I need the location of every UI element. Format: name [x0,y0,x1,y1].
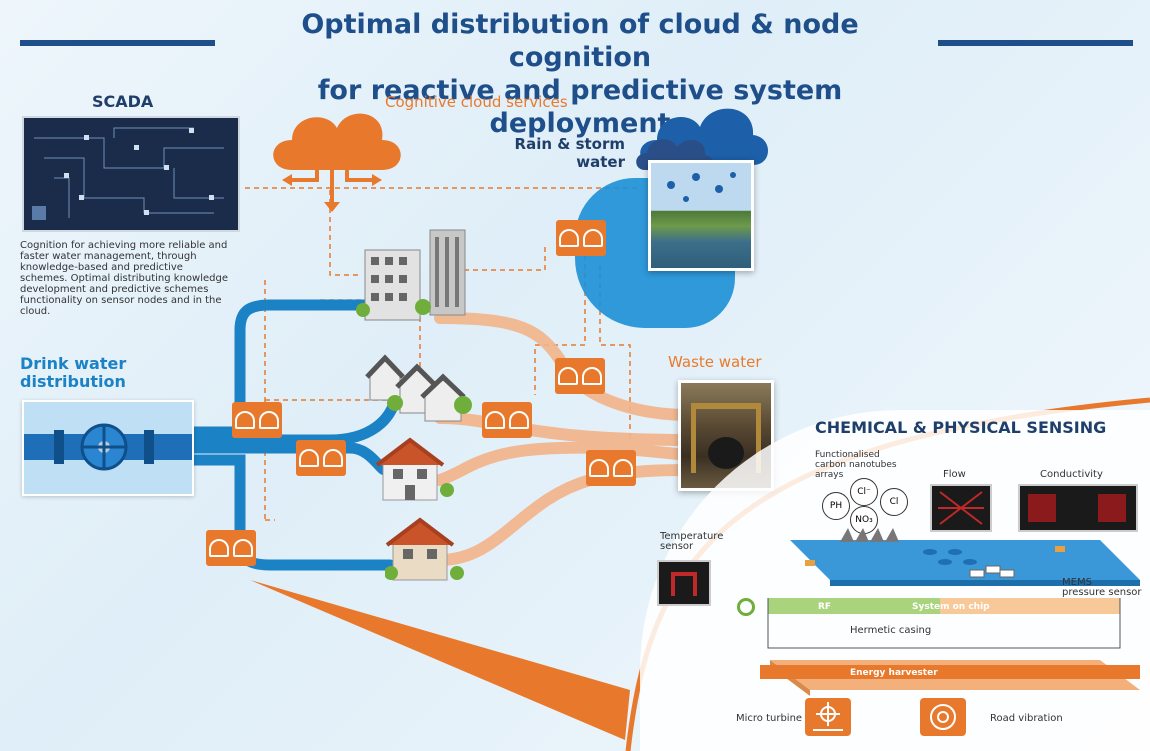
conductivity-sensor-icon [1018,484,1138,532]
conductivity-label: Conductivity [1040,469,1103,480]
title-rule-right [938,40,1133,46]
sensor-node-waste-lower[interactable] [586,450,636,486]
rain-line-2: water [576,153,625,171]
gauge-icon [235,411,255,429]
title-rule-left [20,40,215,46]
dashed-link-cloud-building [329,190,360,276]
sensor-node-drink-2[interactable] [296,440,346,476]
cloud-services-label: Cognitive cloud services [385,93,568,111]
gauge-icon [558,367,578,385]
pond-photo [648,160,754,271]
sensor-node-waste-middle[interactable] [482,402,532,438]
rf-label: RF [818,602,832,612]
dashed-link-rain-waste [534,255,586,395]
gauge-icon [559,229,579,247]
flow-sensor-icon [930,484,992,532]
flow-label: Flow [943,469,966,480]
ion-cl-minus: Cl⁻ [850,478,878,506]
gauge-icon [509,411,529,429]
sensor-chip-stack [760,528,1140,696]
sensor-node-drink-1[interactable] [232,402,282,438]
ion-cl-label: Cl [889,497,899,507]
micro-turbine-icon [805,698,851,736]
house-cluster-icon [365,354,472,422]
sensor-node-drink-3[interactable] [206,530,256,566]
ion-ph: PH [822,492,850,520]
temperature-line-1: Temperature [660,531,724,542]
pipe-culvert-icon [691,403,761,473]
valve-icon [24,423,192,471]
mems-line-2: pressure sensor [1062,587,1142,598]
valve-panel [22,400,194,496]
road-vibration-label: Road vibration [990,713,1063,724]
hermetic-label: Hermetic casing [850,625,932,636]
sensor-node-rain[interactable] [556,220,606,256]
dashed-link-building-rain [455,245,546,271]
title-line-2: for reactive and predictive system deplo… [317,75,843,139]
drink-pipe-top [184,299,376,438]
gauge-icon [582,367,602,385]
nanotubes-line-3: arrays [815,470,844,480]
gauge-icon [233,539,253,557]
scada-panel [22,116,240,232]
ion-no3: NO₃ [850,506,878,534]
road-vibration-icon [920,698,966,736]
circuit-icon [32,127,224,220]
house-red-roof-icon [375,437,454,501]
gauge-icon [299,449,319,467]
energy-harvester-label: Energy harvester [850,668,938,678]
gauge-icon [209,539,229,557]
office-buildings-icon [356,229,466,321]
drink-water-line-2: distribution [20,372,126,391]
gauge-icon [259,411,279,429]
scada-description: Cognition for achieving more reliable an… [20,240,229,317]
sensing-pointer [250,580,630,740]
micro-turbine-label: Micro turbine [736,713,803,724]
rf-wireless-icon [737,598,755,616]
nanotubes-line-2: carbon nanotubes [815,460,897,470]
gauge-icon [613,459,633,477]
nanotubes-label: Functionalised carbon nanotubes arrays [815,450,897,480]
scada-label: SCADA [92,92,154,111]
gauge-icon [485,411,505,429]
ion-cl-minus-label: Cl⁻ [857,487,871,497]
rain-line-1: Rain & storm [514,135,625,153]
waste-pipe-2 [434,412,696,446]
page-title: Optimal distribution of cloud & node cog… [230,8,930,140]
raindrops-icon [667,172,736,202]
rain-label: Rain & storm water [510,135,625,171]
waste-pipe-3 [434,441,696,486]
ion-no3-label: NO₃ [855,515,873,525]
drink-water-label: Drink water distribution [20,355,126,391]
cloud-services-icon [273,113,401,212]
ion-ph-label: PH [829,501,843,511]
mems-line-1: MEMS [1062,577,1092,588]
house-small-icon [385,517,464,581]
temperature-sensor-icon [657,560,711,606]
drink-water-line-1: Drink water [20,354,127,373]
sensing-title: CHEMICAL & PHYSICAL SENSING [815,418,1107,437]
title-line-1: Optimal distribution of cloud & node cog… [301,9,859,73]
waste-pipe-4 [434,464,696,566]
gauge-icon [323,449,343,467]
nanotubes-line-1: Functionalised [815,450,880,460]
ion-cl: Cl [880,488,908,516]
mems-label: MEMS pressure sensor [1062,578,1142,598]
gauge-icon [589,459,609,477]
soc-label: System on chip [912,602,990,612]
gauge-icon [583,229,603,247]
temperature-label: Temperature sensor [660,532,723,552]
waste-water-label: Waste water [668,353,762,371]
temperature-line-2: sensor [660,541,694,552]
sensor-node-waste-upper[interactable] [555,358,605,394]
